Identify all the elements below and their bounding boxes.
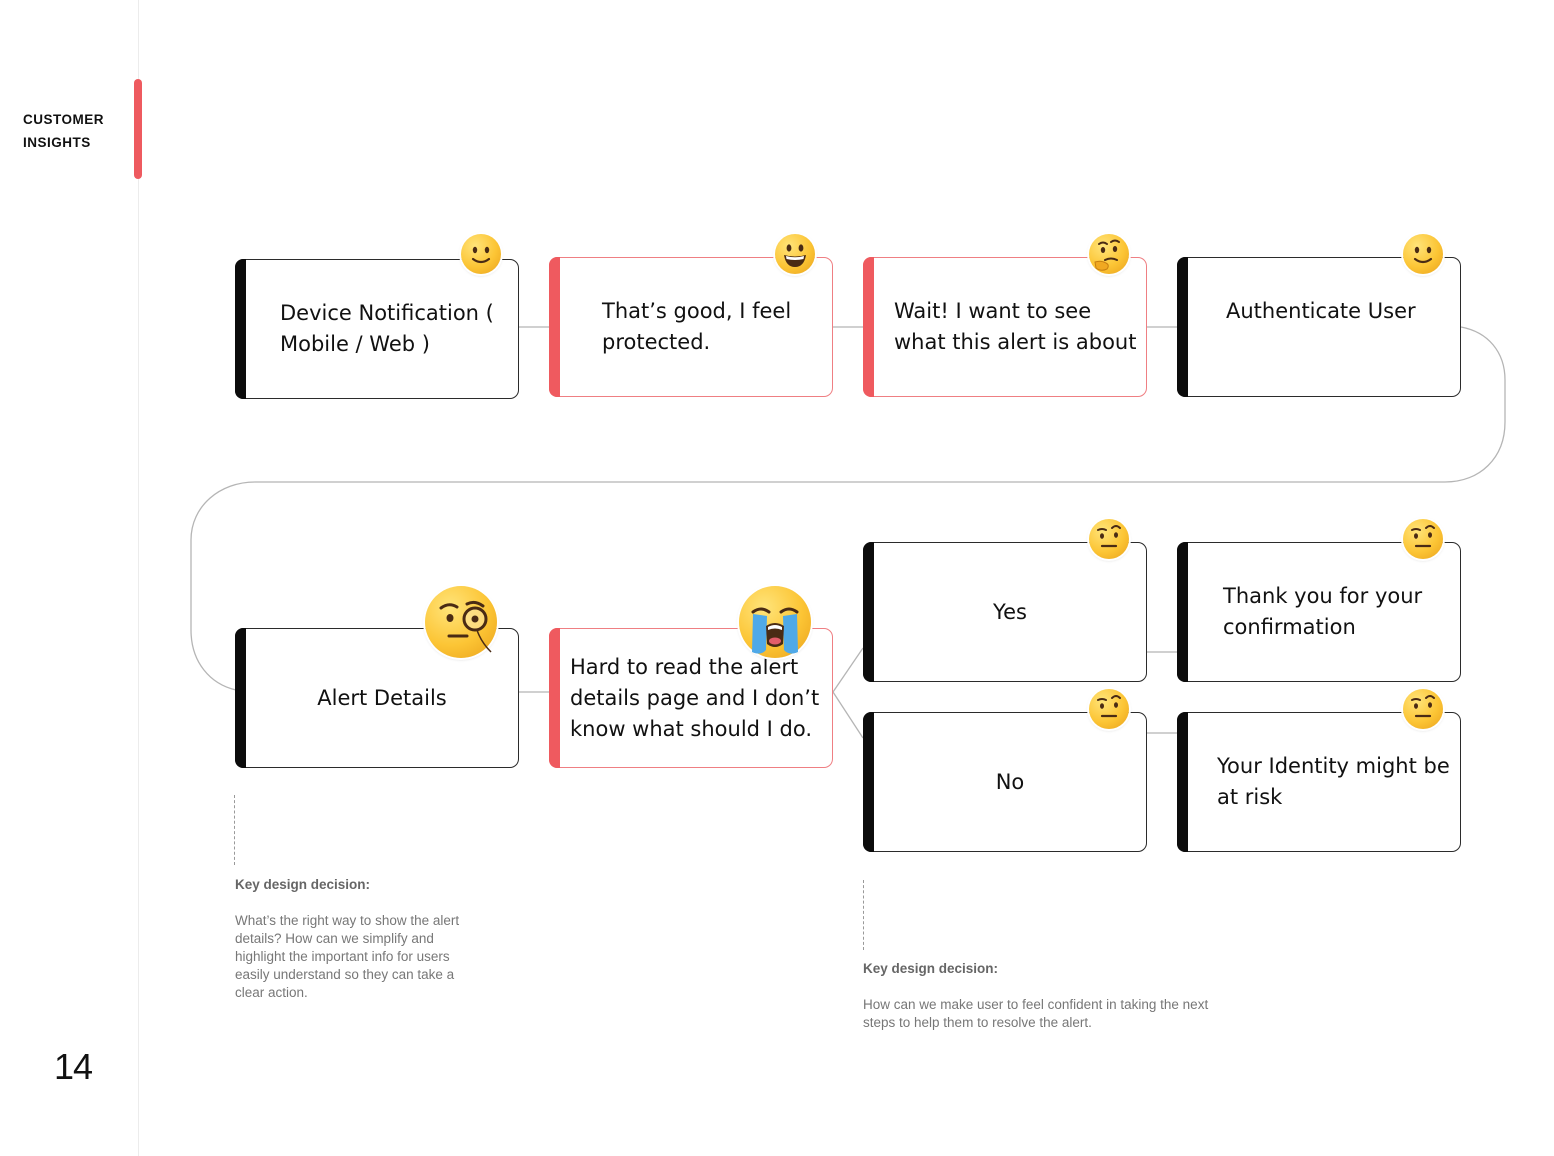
step-text: That’s good, I feel protected. (602, 299, 792, 354)
step-text: Authenticate User (1226, 299, 1416, 323)
journey-step-yes: Yes (863, 542, 1147, 682)
step-marker (235, 628, 246, 768)
note-body: How can we make user to feel confident i… (863, 997, 1209, 1030)
step-marker (1177, 542, 1188, 682)
connector-hard-no (832, 691, 864, 739)
step-marker (863, 712, 874, 852)
face-with-monocle-icon (425, 586, 497, 658)
journey-step-want-to-see: Wait! I want to see what this alert is a… (863, 257, 1147, 397)
journey-step-feel-protected: That’s good, I feel protected. (549, 257, 833, 397)
journey-step-no: No (863, 712, 1147, 852)
slightly-smiling-face-icon (1403, 234, 1443, 274)
sidebar-divider (138, 0, 139, 1156)
step-marker (863, 542, 874, 682)
journey-step-identity-risk: Your Identity might be at risk (1177, 712, 1461, 852)
step-marker (235, 259, 246, 399)
step-marker (1177, 257, 1188, 397)
step-text: Yes (993, 599, 1027, 624)
step-text: Wait! I want to see what this alert is a… (894, 299, 1137, 354)
face-with-raised-eyebrow-icon (1403, 689, 1443, 729)
connector-auth-alert (190, 326, 1506, 691)
loudly-crying-face-icon (739, 586, 811, 658)
step-marker (1177, 712, 1188, 852)
step-marker (549, 257, 560, 397)
journey-step-thank-you: Thank you for your confirmation (1177, 542, 1461, 682)
grinning-face-icon (775, 234, 815, 274)
step-marker (549, 628, 560, 768)
face-with-raised-eyebrow-icon (1403, 519, 1443, 559)
step-text: Hard to read the alert details page and … (570, 655, 820, 741)
design-decision-note-next-steps: Key design decision: How can we make use… (863, 960, 1223, 1032)
thinking-face-icon (1089, 234, 1129, 274)
step-text: Your Identity might be at risk (1217, 754, 1450, 809)
page-number: 14 (54, 1046, 93, 1087)
step-text: Thank you for your confirmation (1223, 584, 1423, 639)
section-label: CUSTOMER INSIGHTS (23, 112, 105, 150)
journey-step-hard-to-read: Hard to read the alert details page and … (549, 628, 833, 768)
step-text: Device Notification ( Mobile / Web ) (280, 301, 494, 356)
face-with-raised-eyebrow-icon (1089, 519, 1129, 559)
note-body: What’s the right way to show the alert d… (235, 913, 460, 1000)
design-decision-note-alert-details: Key design decision: What’s the right wa… (235, 876, 475, 1002)
step-text: No (995, 769, 1025, 794)
step-marker (863, 257, 874, 397)
note-title: Key design decision: (863, 961, 999, 976)
section-indicator (134, 79, 142, 179)
journey-step-device-notification: Device Notification ( Mobile / Web ) (235, 259, 519, 399)
journey-step-authenticate-user: Authenticate User (1177, 257, 1461, 397)
note-title: Key design decision: (235, 877, 371, 892)
slightly-smiling-face-icon (461, 234, 501, 274)
note-leader-line (863, 880, 864, 950)
connector-hard-yes (832, 647, 864, 693)
step-text: Alert Details (317, 685, 447, 710)
face-with-raised-eyebrow-icon (1089, 689, 1129, 729)
note-leader-line (234, 795, 235, 865)
